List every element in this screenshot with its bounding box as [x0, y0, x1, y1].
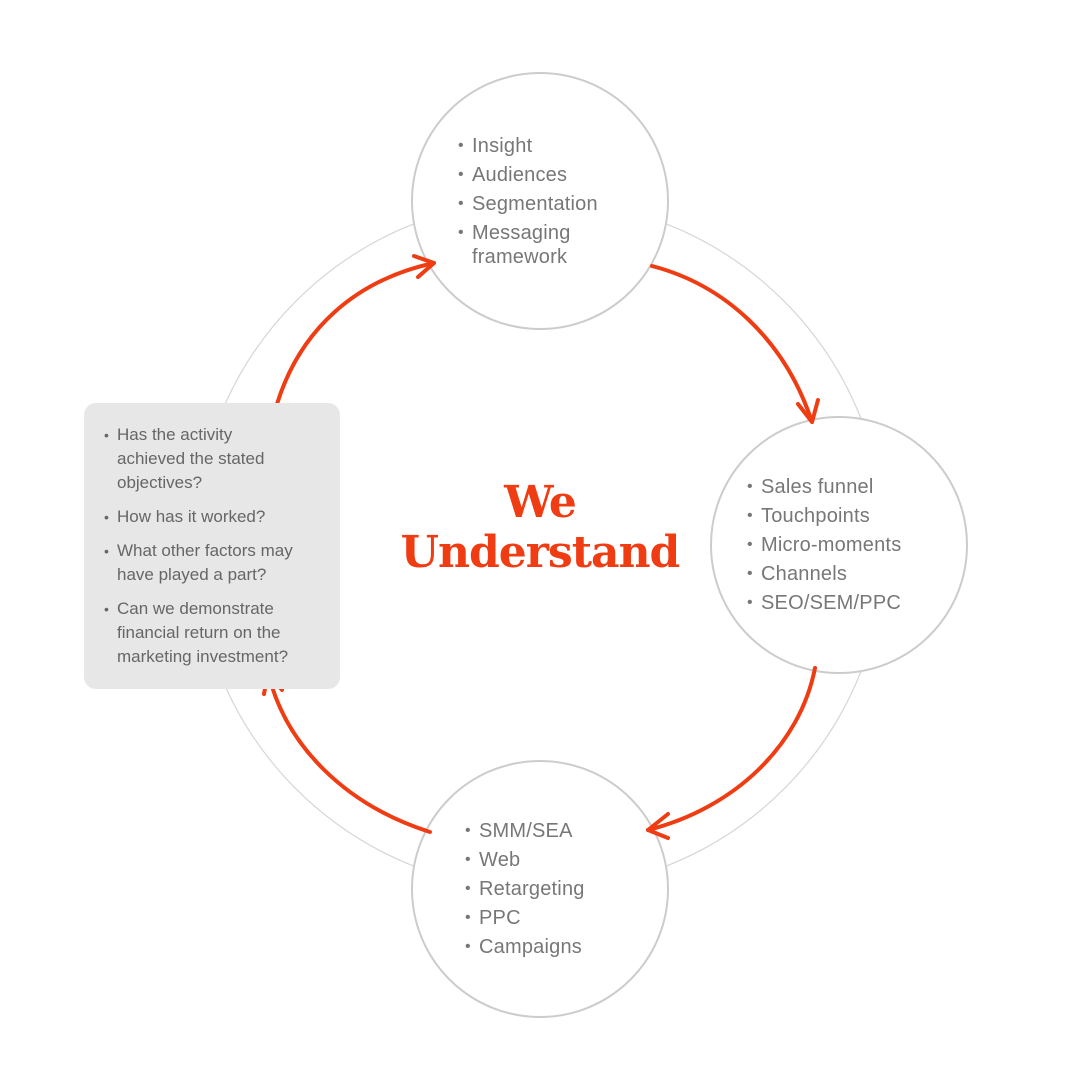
- list-item: What other factors may have played a par…: [104, 539, 327, 587]
- center-title-line1: We: [504, 477, 577, 528]
- list-item: Messaging framework: [458, 221, 602, 269]
- list-item: Touchpoints: [747, 504, 947, 528]
- list-item: Web: [465, 848, 665, 872]
- list-item: Retargeting: [465, 877, 665, 901]
- list-item: PPC: [465, 906, 665, 930]
- list-item: How has it worked?: [104, 505, 326, 529]
- bottom-node-list: SMM/SEA Web Retargeting PPC Campaigns: [465, 819, 665, 964]
- arrow-left-to-top-icon: [275, 254, 436, 406]
- list-item: Micro-moments: [747, 533, 947, 557]
- top-node-list: Insight Audiences Segmentation Messaging…: [458, 134, 658, 274]
- list-item: SMM/SEA: [465, 819, 665, 843]
- list-item: Can we demonstrate financial return on t…: [104, 597, 327, 669]
- list-item: Segmentation: [458, 192, 658, 216]
- arrow-top-to-right-icon: [650, 264, 820, 424]
- evaluation-box: Has the activity achieved the stated obj…: [84, 403, 340, 689]
- arrow-bottom-to-left-icon: [262, 670, 432, 834]
- list-item: Sales funnel: [747, 475, 947, 499]
- center-title: We Understand: [380, 478, 700, 578]
- list-item: Has the activity achieved the stated obj…: [104, 423, 297, 495]
- list-item: SEO/SEM/PPC: [747, 591, 947, 615]
- arrow-right-to-bottom-icon: [646, 666, 817, 840]
- list-item: Channels: [747, 562, 947, 586]
- right-node-list: Sales funnel Touchpoints Micro-moments C…: [747, 475, 947, 620]
- list-item: Insight: [458, 134, 658, 158]
- list-item: Audiences: [458, 163, 658, 187]
- list-item: Campaigns: [465, 935, 665, 959]
- center-title-line2: Understand: [400, 527, 681, 578]
